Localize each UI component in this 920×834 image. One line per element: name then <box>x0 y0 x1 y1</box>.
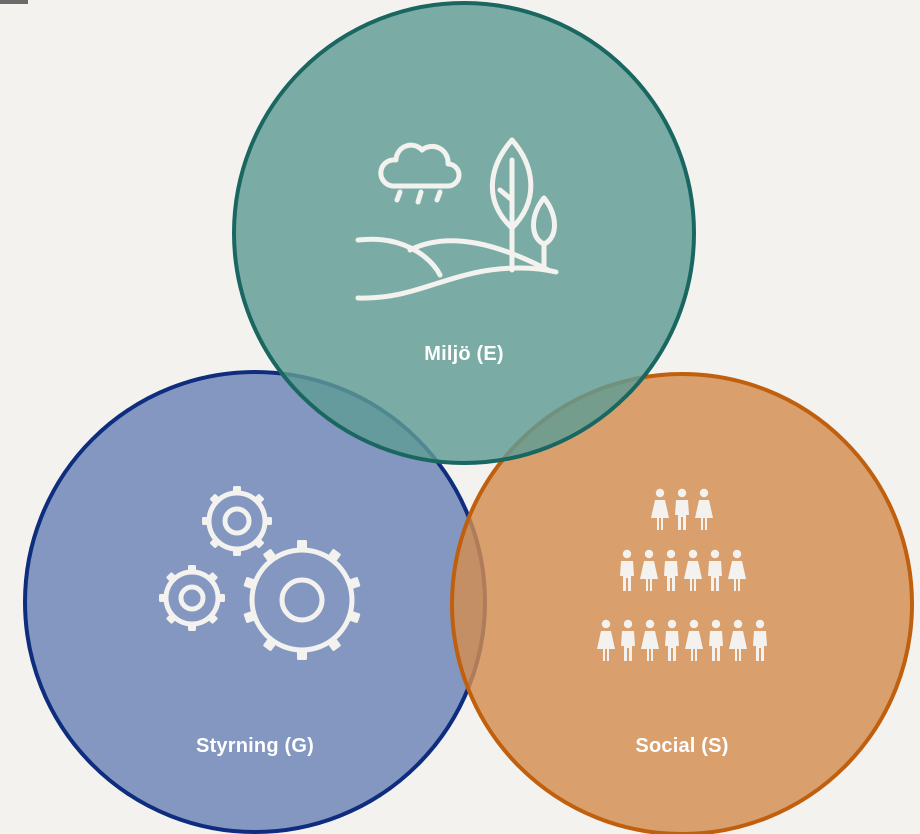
people-pyramid-icon <box>597 488 767 661</box>
corner-mark <box>0 0 28 4</box>
environment-circle <box>232 1 696 465</box>
landscape-icon <box>355 137 559 301</box>
governance-label: Styrning (G) <box>196 735 314 757</box>
social-circle <box>450 372 914 834</box>
gear-teeth <box>159 486 361 660</box>
social-label: Social (S) <box>635 735 729 757</box>
environment-label: Miljö (E) <box>424 343 504 365</box>
